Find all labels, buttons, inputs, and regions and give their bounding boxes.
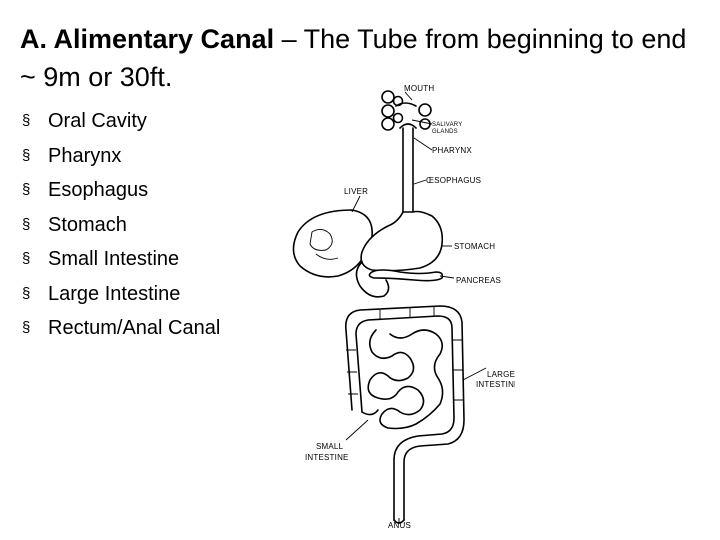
list-item: § Large Intestine [22,277,220,312]
list-item-label: Esophagus [48,179,149,202]
label-small-intestine-2: INTESTINE [305,453,349,462]
label-large-intestine-2: INTESTINE [476,380,515,389]
label-pharynx: PHARYNX [432,146,472,155]
bullet-icon: § [22,112,31,130]
label-stomach: STOMACH [454,242,495,251]
list-item: § Small Intestine [22,242,220,277]
bullet-icon: § [22,319,31,337]
bullet-list: § Oral Cavity § Pharynx § Esophagus § Stomac… [22,104,220,346]
label-small-intestine-1: SMALL [316,442,344,451]
bullet-icon: § [22,146,31,164]
title-rest: – The Tube from beginning to end ~ 9m or… [20,24,687,92]
slide-title: A. Alimentary Canal – The Tube from begi… [20,20,700,96]
label-oesophagus: ŒSOPHAGUS [426,176,481,185]
bullet-icon: § [22,181,31,199]
label-mouth: MOUTH [404,84,434,93]
label-pancreas: PANCREAS [456,276,501,285]
list-item-label: Small Intestine [48,248,180,271]
liver-drawing [292,209,373,278]
duodenum-drawing [355,261,390,298]
label-salivary-glands-2: GLANDS [432,129,458,135]
bullet-icon: § [22,250,31,268]
list-item-label: Rectum/Anal Canal [48,317,221,340]
list-item-label: Pharynx [48,144,122,167]
label-large-intestine-1: LARGE [487,370,515,379]
large-intestine-drawing [344,305,465,521]
small-intestine-drawing [367,329,444,430]
list-item-label: Stomach [48,213,127,236]
bullet-icon: § [22,284,31,302]
bullet-icon: § [22,215,31,233]
list-item: § Pharynx [22,139,220,174]
list-item: § Oral Cavity [22,104,220,139]
title-bold: A. Alimentary Canal [20,24,275,54]
digestive-system-diagram: MOUTH SALIVARY GLANDS PHARYNX ŒSOPHAGUS … [292,84,515,530]
label-anus: ANUS [388,521,411,530]
list-item: § Stomach [22,208,220,243]
leader-lines [345,91,487,524]
list-item-label: Oral Cavity [48,110,147,133]
list-item: § Rectum/Anal Canal [22,311,220,346]
pancreas-drawing [368,269,444,282]
label-salivary-glands-1: SALIVARY [432,122,462,128]
salivary-glands-drawing [381,90,432,131]
stomach-drawing [360,210,444,272]
list-item-label: Large Intestine [48,282,181,305]
esophagus-drawing [399,123,417,216]
list-item: § Esophagus [22,173,220,208]
label-liver: LIVER [344,187,368,196]
